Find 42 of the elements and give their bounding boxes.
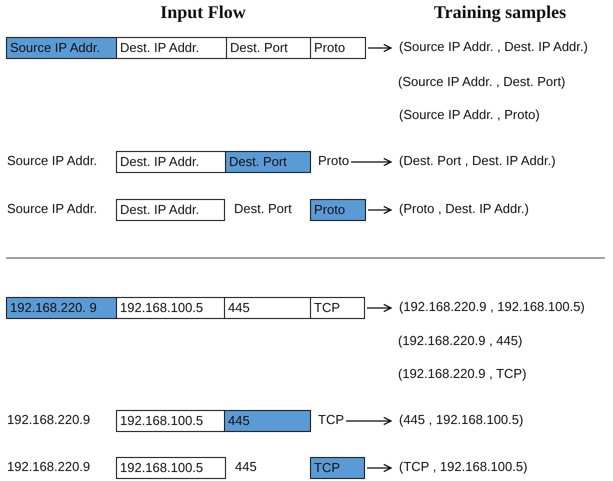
- highlighted-field-cell: 445: [224, 410, 311, 432]
- field-text: TCP: [315, 410, 344, 432]
- field-cell: 192.168.100.5: [116, 457, 226, 479]
- arrow: [367, 464, 392, 472]
- column-heading: Input Flow: [160, 2, 246, 22]
- field-text: 192.168.220.9: [4, 410, 90, 432]
- field-cell: Dest. Port: [226, 37, 311, 59]
- highlighted-field-cell: Dest. Port: [225, 151, 311, 173]
- arrow: [346, 416, 392, 426]
- training-sample: (Source IP Addr. , Proto): [399, 106, 540, 124]
- arrow: [351, 158, 392, 166]
- arrow: [367, 304, 392, 312]
- training-sample: (192.168.220.9 , 192.168.100.5): [396, 297, 585, 319]
- arrow: [368, 206, 392, 214]
- field-cell: Dest. IP Addr.: [116, 151, 226, 173]
- highlighted-field-cell: TCP: [310, 457, 365, 479]
- arrow: [368, 44, 392, 52]
- field-cell: TCP: [310, 297, 365, 319]
- field-cell: Proto: [310, 37, 366, 59]
- column-heading: Training samples: [434, 2, 566, 22]
- highlighted-field-cell: 192.168.220. 9: [6, 297, 117, 319]
- field-text: Dest. Port: [231, 199, 292, 221]
- field-text: 445: [232, 457, 257, 479]
- field-cell: 445: [224, 297, 311, 319]
- field-cell: Dest. IP Addr.: [116, 199, 225, 221]
- field-cell: Dest. IP Addr.: [116, 37, 227, 59]
- training-sample: (192.168.220.9 , 445): [398, 332, 522, 350]
- training-sample: (Proto , Dest. IP Addr.): [396, 199, 529, 221]
- training-sample: (Source IP Addr. , Dest. IP Addr.): [396, 37, 588, 59]
- highlighted-field-cell: Source IP Addr.: [6, 37, 117, 59]
- training-sample: (Dest. Port , Dest. IP Addr.): [396, 151, 556, 173]
- field-cell: 192.168.100.5: [116, 297, 225, 319]
- field-cell: 192.168.100.5: [116, 410, 225, 432]
- field-text: Proto: [315, 151, 350, 173]
- training-sample: (192.168.220.9 , TCP): [398, 365, 526, 383]
- field-text: 192.168.220.9: [4, 457, 90, 479]
- training-sample: (Source IP Addr. , Dest. Port): [398, 73, 566, 91]
- highlighted-field-cell: Proto: [310, 199, 366, 221]
- field-text: Source IP Addr.: [4, 199, 98, 221]
- field-text: Source IP Addr.: [4, 151, 98, 173]
- training-sample: (TCP , 192.168.100.5): [396, 457, 528, 479]
- training-sample: (445 , 192.168.100.5): [396, 410, 524, 432]
